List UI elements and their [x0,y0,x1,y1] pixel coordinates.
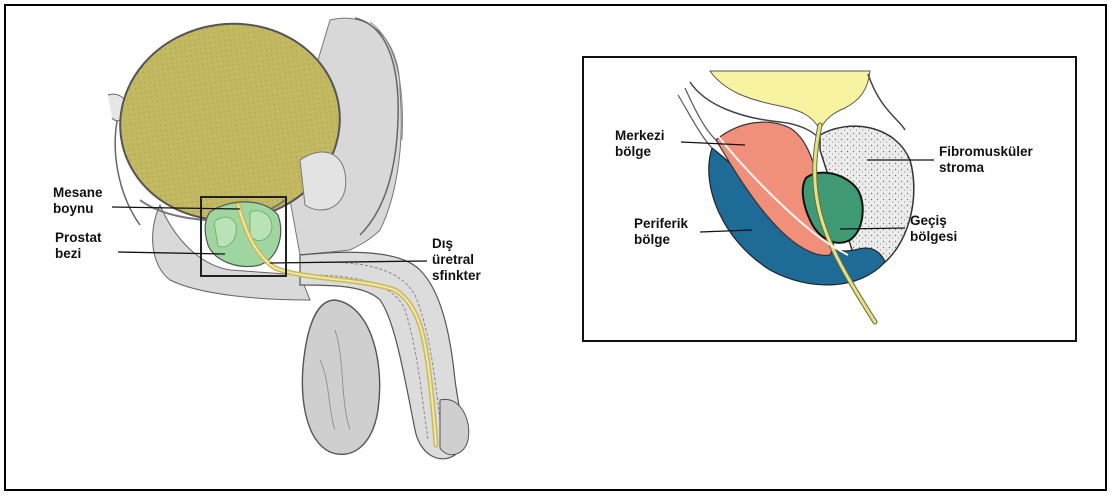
label-prostate-gland-line2: bezi [55,246,102,262]
label-external-sphincter-line3: sfinkter [432,268,481,284]
label-fibromuscular-stroma-line1: Fibromusküler [939,144,1033,160]
label-fibromuscular-stroma-line2: stroma [939,160,1033,176]
label-transition-zone: Geçiş bölgesi [910,213,957,245]
label-fibromuscular-stroma: Fibromusküler stroma [939,144,1033,176]
label-peripheral-zone-line1: Periferik [634,216,688,232]
label-external-sphincter-line2: üretral [432,252,481,268]
label-bladder-neck-line2: boynu [53,201,103,217]
label-central-zone-line1: Merkezi [615,128,665,144]
label-peripheral-zone: Periferik bölge [634,216,688,248]
label-prostate-gland: Prostat bezi [55,230,102,262]
label-peripheral-zone-line2: bölge [634,232,688,248]
label-external-sphincter-line1: Dış [432,236,481,252]
label-bladder-neck-line1: Mesane [53,185,103,201]
sagittal-pelvis-illustration [107,10,468,459]
testis [302,300,379,454]
label-external-sphincter: Dış üretral sfinkter [432,236,481,284]
prostate-zones-diagram [583,57,1076,341]
label-central-zone: Merkezi bölge [615,128,665,160]
label-bladder-neck: Mesane boynu [53,185,103,217]
label-transition-zone-line2: bölgesi [910,229,957,245]
label-transition-zone-line1: Geçiş [910,213,957,229]
label-central-zone-line2: bölge [615,144,665,160]
label-prostate-gland-line1: Prostat [55,230,102,246]
